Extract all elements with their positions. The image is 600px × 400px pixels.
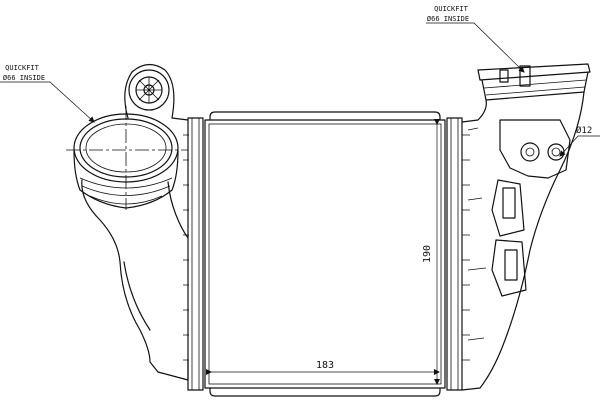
callout-top-right-line1: QUICKFIT [434, 5, 469, 13]
dimension-height: 190 [422, 119, 440, 385]
radiator-core [187, 111, 463, 397]
callout-bolt: Ø12 [559, 125, 600, 157]
dimension-width: 183 [206, 360, 440, 375]
callout-left: QUICKFIT Ø66 INSIDE [0, 64, 95, 123]
callout-top-right-line2: Ø66 INSIDE [427, 15, 469, 23]
dimension-height-label: 190 [422, 245, 433, 263]
dimension-width-label: 183 [316, 360, 334, 371]
callout-left-line2: Ø66 INSIDE [3, 74, 45, 82]
right-end-tank [461, 63, 591, 391]
callout-top-right: QUICKFIT Ø66 INSIDE [426, 5, 525, 73]
left-quickfit-inlet [66, 106, 188, 210]
callout-bolt-label: Ø12 [576, 125, 592, 136]
right-frame-fins [462, 134, 470, 361]
callout-left-line1: QUICKFIT [5, 64, 40, 72]
left-end-tank [81, 63, 189, 381]
